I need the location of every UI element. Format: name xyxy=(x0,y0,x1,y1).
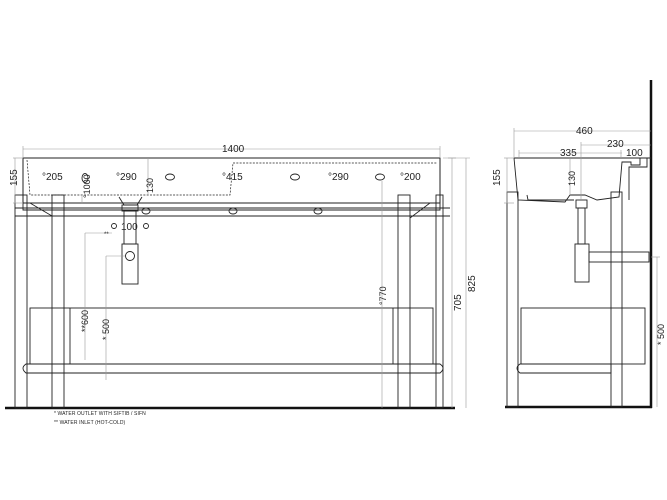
side-siphon-pipe xyxy=(577,207,586,245)
leg-right-outer xyxy=(435,194,444,409)
drain-outlet xyxy=(118,196,143,206)
side-towel-rail xyxy=(516,363,612,374)
tap-hole xyxy=(165,173,175,181)
legend-notes: * WATER OUTLET WITH SIFTIB / SIFN ** WAT… xyxy=(54,410,146,428)
tap-hole xyxy=(290,173,300,181)
dim-inlet-spacing-mark: ** xyxy=(104,232,109,238)
frame-hole xyxy=(228,207,238,215)
bowl-hidden-line xyxy=(26,159,437,196)
dim-height-825: 825 xyxy=(467,275,478,292)
dim-depth-230: 230 xyxy=(607,139,624,150)
side-view xyxy=(505,80,653,409)
leg-left-inner xyxy=(51,194,65,409)
inlet-hot-icon xyxy=(111,223,117,229)
side-siphon-arm xyxy=(588,251,650,263)
side-shelf xyxy=(520,307,646,365)
towel-rail xyxy=(22,363,444,374)
front-dimension-labels: 1400 155 °205 °290 °415 °290 °200 °1000 … xyxy=(9,144,478,340)
front-dimension-lines xyxy=(13,146,470,408)
inlet-cold-icon xyxy=(143,223,149,229)
dim-overall-width: 1400 xyxy=(222,144,245,155)
dim-depth-100: 100 xyxy=(626,148,643,159)
front-view xyxy=(5,157,455,410)
dim-height-705: 705 xyxy=(453,294,464,311)
siphon-bottle xyxy=(121,243,139,285)
tap-hole xyxy=(81,173,89,183)
dim-side-basin-depth: 155 xyxy=(492,169,503,186)
dim-hole-290-left: °290 xyxy=(116,172,137,183)
side-siphon-bottle xyxy=(574,243,590,283)
dim-hole-200: °200 xyxy=(400,172,421,183)
dim-depth-460: 460 xyxy=(576,126,593,137)
dim-basin-depth: 155 xyxy=(9,169,20,186)
side-leg-rear xyxy=(610,191,623,408)
dim-side-bowl-depth: 130 xyxy=(567,171,577,186)
frame-hole xyxy=(313,207,323,215)
dim-inlet-height: **600 xyxy=(80,310,90,332)
side-dimension-labels: 460 230 335 100 155 130 * 500 xyxy=(492,126,666,345)
dim-inlet-spacing: 100 xyxy=(121,222,138,233)
basin-profile xyxy=(513,157,648,203)
frame-hole xyxy=(141,207,151,215)
shelf-panel xyxy=(29,307,434,365)
dim-rim-770: °770 xyxy=(378,286,388,305)
note-water-outlet: * WATER OUTLET WITH SIFTIB / SIFN xyxy=(54,411,146,417)
dim-depth-335: 335 xyxy=(560,148,577,159)
dim-hole-1000: °1000 xyxy=(82,174,92,198)
leg-right-inner xyxy=(397,194,411,409)
side-dimension-lines xyxy=(504,128,660,407)
dim-outlet-height: * 500 xyxy=(101,319,111,340)
note-water-inlet: ** WATER INLET (HOT-COLD) xyxy=(54,420,126,426)
dim-side-outlet-height: * 500 xyxy=(656,324,666,345)
dim-hole-415: °415 xyxy=(222,172,243,183)
dim-hole-290-right: °290 xyxy=(328,172,349,183)
dim-bowl-depth: 130 xyxy=(145,178,155,193)
leg-left-outer xyxy=(14,194,28,409)
tap-hole xyxy=(375,173,385,181)
basin-body xyxy=(22,157,441,204)
dim-hole-205: °205 xyxy=(42,172,63,183)
side-leg-front xyxy=(506,191,519,408)
